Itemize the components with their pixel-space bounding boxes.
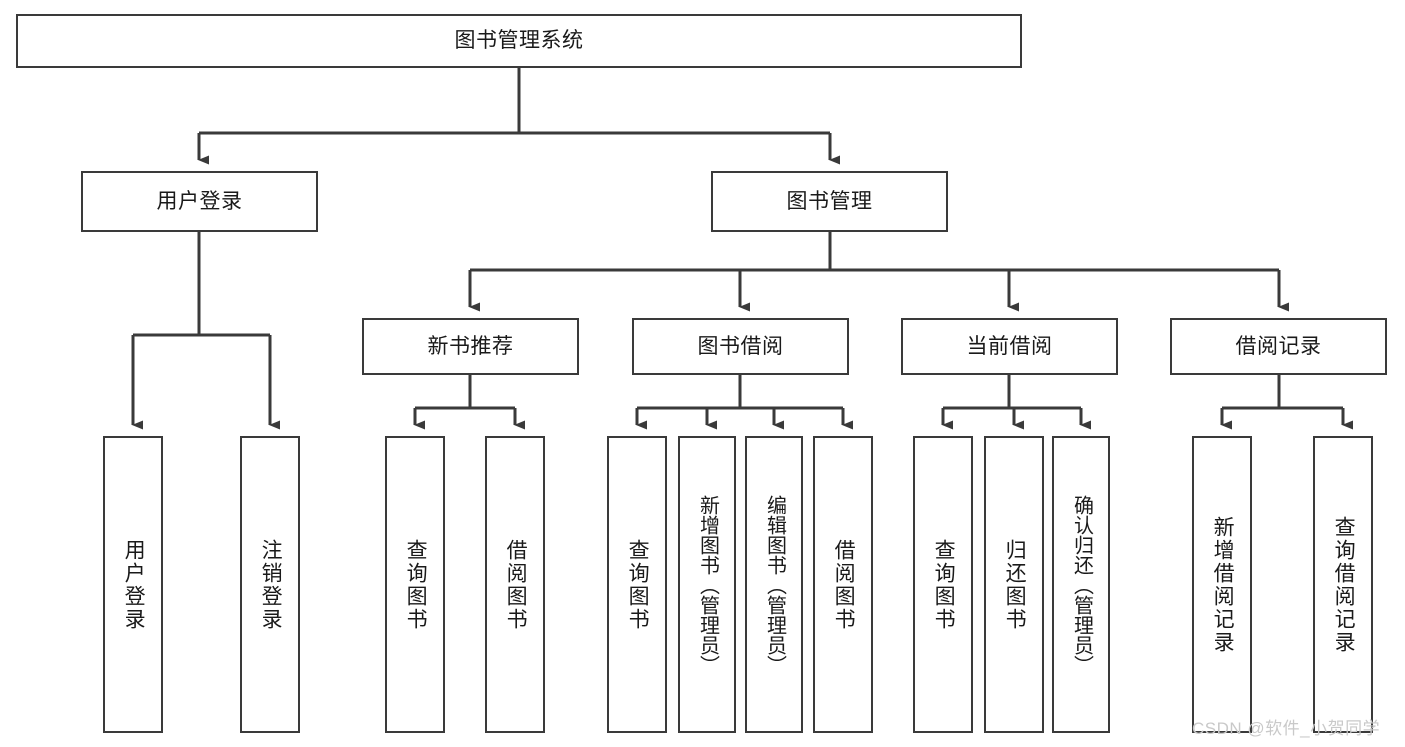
node-root-label: 图书管理系统 — [454, 29, 584, 53]
node-root-system[interactable]: 图书管理系统 — [16, 14, 1022, 68]
node-user-login-label: 用户登录 — [156, 189, 243, 213]
node-leaf-query-book-1[interactable]: 查询图书 — [385, 436, 445, 733]
node-leaf-add-borrow-record[interactable]: 新增借阅记录 — [1192, 436, 1252, 733]
node-leaf-confirm-return-admin[interactable]: 确认归还（管理员） — [1052, 436, 1110, 733]
node-leaf-borrow-book-2-label: 借阅图书 — [832, 538, 856, 631]
node-leaf-return-book-label: 归还图书 — [1003, 538, 1027, 631]
node-leaf-query-book-2-label: 查询图书 — [626, 538, 650, 631]
node-book-manage[interactable]: 图书管理 — [711, 171, 948, 232]
node-leaf-user-login-label: 用户登录 — [122, 538, 146, 631]
node-new-book-recommend-label: 新书推荐 — [427, 334, 514, 358]
node-book-manage-label: 图书管理 — [786, 189, 873, 213]
node-user-login[interactable]: 用户登录 — [81, 171, 318, 232]
node-borrow-record[interactable]: 借阅记录 — [1170, 318, 1387, 375]
node-leaf-query-book-1-label: 查询图书 — [404, 538, 428, 631]
node-current-borrow[interactable]: 当前借阅 — [901, 318, 1118, 375]
node-book-borrow[interactable]: 图书借阅 — [632, 318, 849, 375]
node-leaf-query-book-2[interactable]: 查询图书 — [607, 436, 667, 733]
node-leaf-borrow-book-2[interactable]: 借阅图书 — [813, 436, 873, 733]
node-leaf-add-book-admin[interactable]: 新增图书（管理员） — [678, 436, 736, 733]
node-leaf-query-borrow-record-label: 查询借阅记录 — [1332, 515, 1356, 654]
node-leaf-query-book-3-label: 查询图书 — [932, 538, 956, 631]
node-current-borrow-label: 当前借阅 — [966, 334, 1053, 358]
node-leaf-add-book-admin-label: 新增图书（管理员） — [696, 494, 719, 675]
csdn-watermark: CSDN @软件_小贺同学 — [1192, 719, 1381, 738]
node-new-book-recommend[interactable]: 新书推荐 — [362, 318, 579, 375]
node-leaf-query-book-3[interactable]: 查询图书 — [913, 436, 973, 733]
node-leaf-query-borrow-record[interactable]: 查询借阅记录 — [1313, 436, 1373, 733]
node-leaf-borrow-book-1-label: 借阅图书 — [504, 538, 528, 631]
node-book-borrow-label: 图书借阅 — [697, 334, 784, 358]
node-leaf-user-login[interactable]: 用户登录 — [103, 436, 163, 733]
node-leaf-logout-login[interactable]: 注销登录 — [240, 436, 300, 733]
node-leaf-edit-book-admin-label: 编辑图书（管理员） — [763, 494, 786, 675]
node-leaf-edit-book-admin[interactable]: 编辑图书（管理员） — [745, 436, 803, 733]
node-leaf-confirm-return-admin-label: 确认归还（管理员） — [1070, 494, 1093, 675]
node-leaf-logout-login-label: 注销登录 — [259, 538, 283, 631]
node-leaf-add-borrow-record-label: 新增借阅记录 — [1211, 515, 1235, 654]
node-leaf-return-book[interactable]: 归还图书 — [984, 436, 1044, 733]
node-borrow-record-label: 借阅记录 — [1235, 334, 1322, 358]
node-leaf-borrow-book-1[interactable]: 借阅图书 — [485, 436, 545, 733]
